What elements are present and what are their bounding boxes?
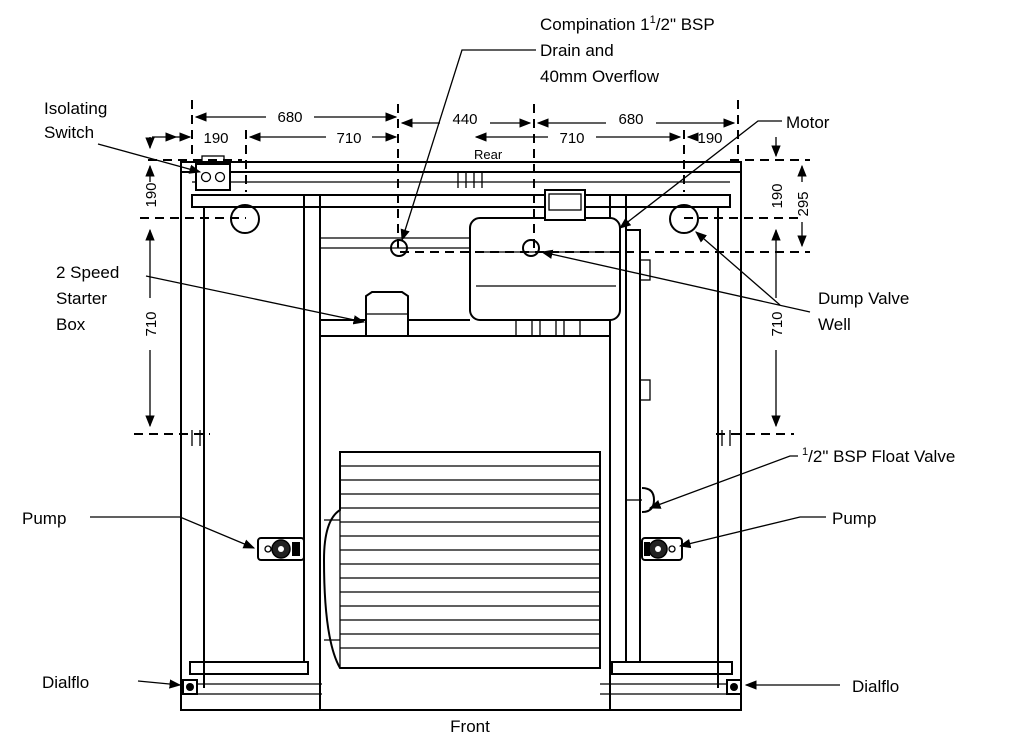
outer-frame (180, 161, 742, 711)
label-dialflo-left: Dialflo (42, 673, 89, 692)
dim-left-190: 190 (143, 182, 160, 207)
label-pump-left: Pump (22, 509, 66, 528)
top-dimensions: 680 190 710 440 710 680 190 (145, 109, 781, 158)
label-combination-line2: Drain and (540, 41, 614, 60)
starter-box (365, 291, 409, 337)
dialflo-right-fitting (726, 679, 742, 695)
blower-body (319, 335, 611, 711)
label-starter-line1: 2 Speed (56, 263, 119, 282)
label-rear: Rear (474, 147, 503, 162)
top-frame-bar (191, 194, 731, 208)
pump-right (641, 537, 683, 561)
label-dump-line1: Dump Valve (818, 289, 909, 308)
dim-left-710: 710 (143, 311, 160, 336)
left-dimensions: 190 710 (143, 164, 160, 428)
dim-right-190: 190 (769, 183, 786, 208)
dialflo-left-fitting (182, 679, 198, 695)
dim-top-left-190: 190 (203, 130, 228, 147)
label-dialflo-right: Dialflo (852, 677, 899, 696)
label-dump-line2: Well (818, 315, 851, 334)
label-combination-line3: 40mm Overflow (540, 67, 660, 86)
isolating-switch (195, 155, 231, 191)
dimension-guides (134, 100, 810, 435)
dim-right-295: 295 (795, 191, 812, 216)
label-starter-line2: Starter (56, 289, 107, 308)
dim-top-right-190: 190 (697, 130, 722, 147)
dim-top-left-680: 680 (277, 109, 302, 126)
label-float-valve: 1/2" BSP Float Valve (802, 446, 955, 466)
dim-right-710: 710 (769, 311, 786, 336)
dim-top-left-710: 710 (336, 130, 361, 147)
label-pump-right: Pump (832, 509, 876, 528)
right-dimensions: 190 295 710 (769, 164, 812, 428)
motor-body (469, 217, 621, 321)
dim-top-center-440: 440 (452, 111, 477, 128)
pump-left (257, 537, 305, 561)
label-motor: Motor (786, 113, 830, 132)
frame (180, 161, 742, 711)
dim-top-right-710: 710 (559, 130, 584, 147)
dump-valve-well-right (669, 204, 699, 234)
label-isolating-line1: Isolating (44, 99, 107, 118)
labels: Compination 11/2" BSP Drain and 40mm Ove… (22, 14, 955, 736)
motor-dump-outlet (522, 239, 540, 257)
label-combination-line1: Compination 11/2" BSP (540, 14, 715, 34)
label-front: Front (450, 717, 490, 736)
louvre-grille (339, 451, 601, 669)
label-isolating-line2: Switch (44, 123, 94, 142)
motor-unit (469, 189, 651, 663)
dim-top-right-680: 680 (618, 111, 643, 128)
label-starter-line3: Box (56, 315, 86, 334)
leader-lines (90, 49, 840, 690)
